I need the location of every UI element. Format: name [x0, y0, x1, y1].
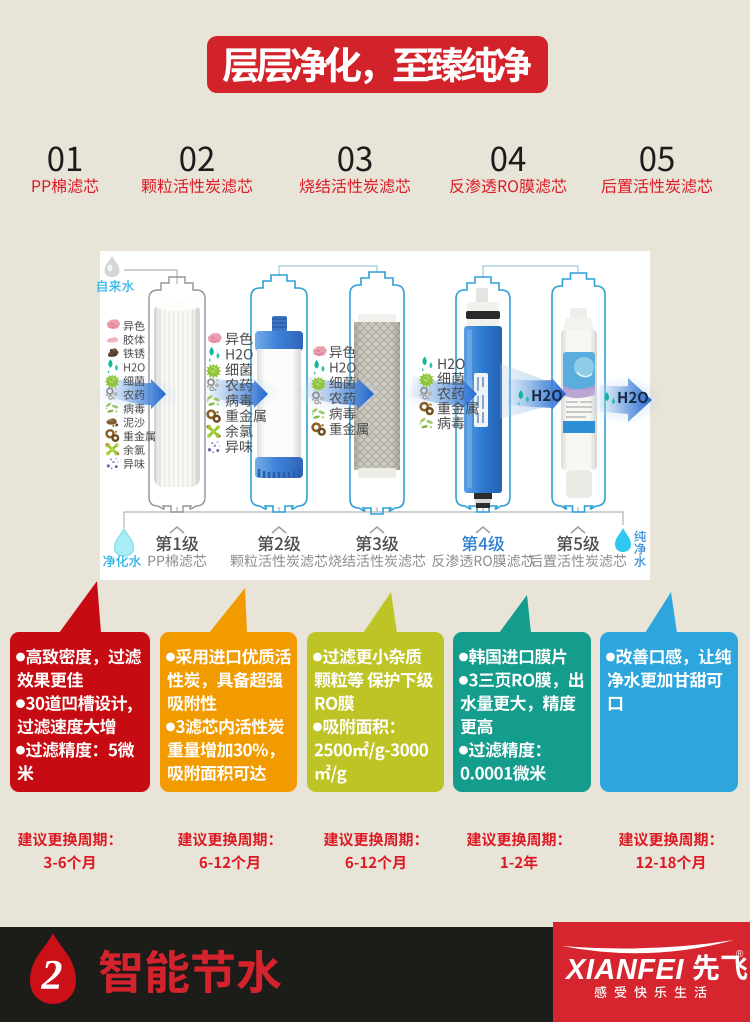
svg-text:XIANFEI: XIANFEI [564, 954, 684, 986]
svg-text:2: 2 [41, 953, 63, 999]
svg-text:®: ® [736, 949, 744, 960]
